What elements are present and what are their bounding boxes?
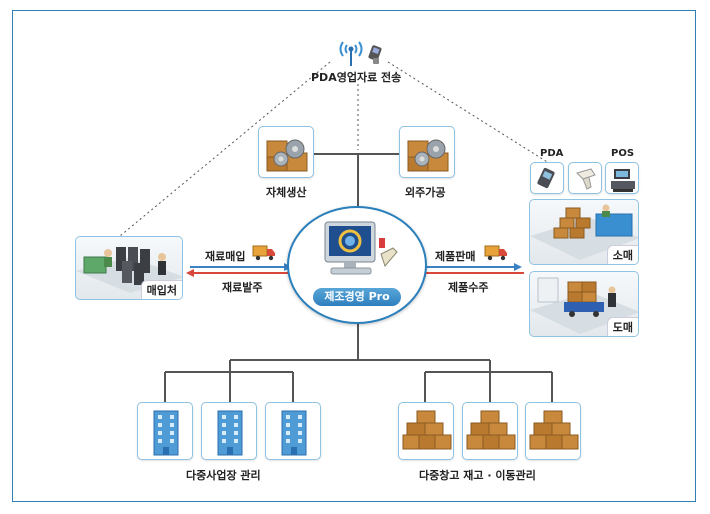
warehouse-boxes-tile [525, 402, 581, 460]
wholesale-label: 도매 [606, 317, 638, 336]
transmit-label: PDA영업자료 전송 [311, 71, 402, 84]
pos-terminal-icon [611, 169, 635, 192]
scanner-device-tile [568, 162, 602, 194]
retail-tile: 소매 [529, 199, 639, 265]
truck-icon [252, 243, 276, 261]
building-icon [217, 410, 243, 456]
barcode-scanner-icon [576, 168, 596, 190]
central-system-label: 제조경영 Pro [313, 288, 401, 306]
gear-box-icon [266, 139, 308, 172]
pda-icon [537, 167, 555, 189]
warehouse-boxes-tile [398, 402, 454, 460]
pda-device-tile [530, 162, 564, 194]
truck-icon [484, 243, 508, 261]
outsourcing-label: 외주가공 [405, 186, 446, 199]
warehouse-boxes-tile [462, 402, 518, 460]
pos-device-label: POS [611, 148, 635, 159]
computer-scanner-icon [324, 221, 398, 275]
material-purchase-label: 재료매입 [205, 250, 246, 263]
retail-store-icon [530, 204, 638, 260]
supplier-label: 매입처 [140, 280, 182, 299]
multi-site-label: 다중사업장 관리 [186, 469, 261, 482]
gear-box-icon [407, 139, 449, 172]
product-sale-label: 제품판매 [435, 250, 476, 263]
product-order-label: 제품수주 [448, 281, 489, 294]
antenna-icon [337, 38, 365, 68]
boxes-icon [466, 410, 516, 450]
building-icon [153, 410, 179, 456]
boxes-icon [529, 410, 579, 450]
retail-label: 소매 [606, 245, 638, 264]
wholesale-forklift-icon [530, 277, 638, 334]
site-building-tile [201, 402, 257, 460]
self-production-tile [258, 126, 314, 178]
pda-icon [367, 44, 385, 66]
material-order-label: 재료발주 [222, 281, 263, 294]
site-building-tile [137, 402, 193, 460]
pos-device-tile [605, 162, 639, 194]
central-system-circle [287, 206, 427, 324]
boxes-icon [402, 410, 452, 450]
multi-warehouse-label: 다중창고 재고 · 이동관리 [419, 469, 536, 482]
pda-device-label: PDA [540, 148, 564, 159]
outsourcing-tile [399, 126, 455, 178]
wholesale-tile: 도매 [529, 271, 639, 337]
building-icon [281, 410, 307, 456]
site-building-tile [265, 402, 321, 460]
self-production-label: 자체생산 [266, 186, 307, 199]
supplier-tile: 매입처 [75, 236, 183, 300]
